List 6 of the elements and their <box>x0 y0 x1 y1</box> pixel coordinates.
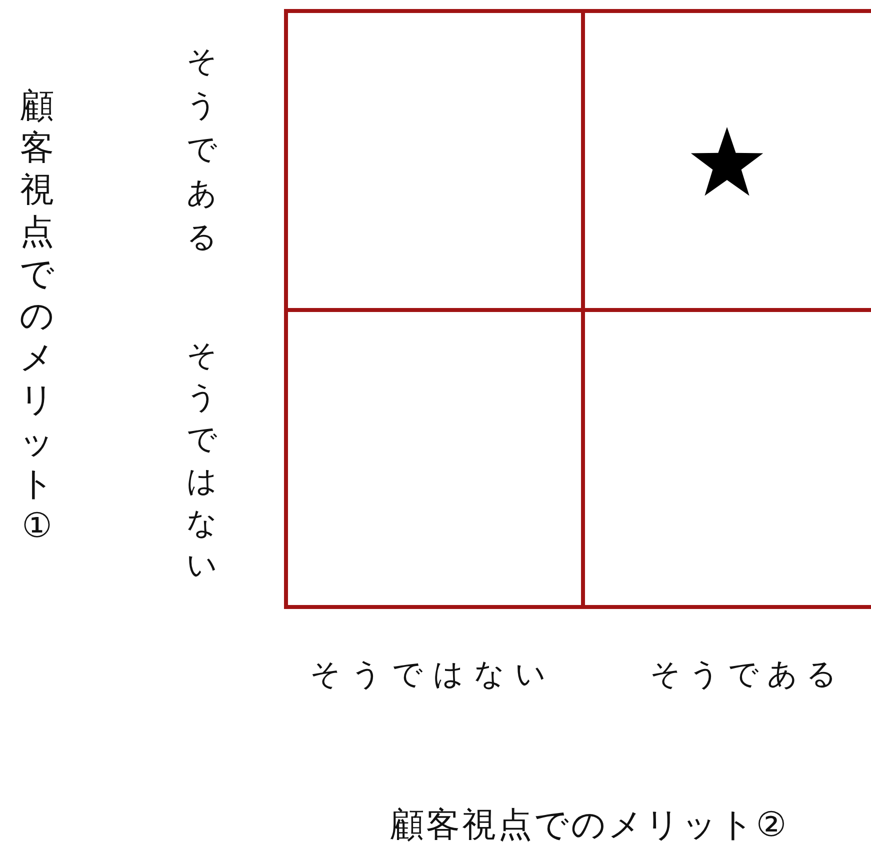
axis-label: そうではない <box>310 660 556 690</box>
axis-title: 顧客視点でのメリット① <box>18 85 56 547</box>
axis-label: そうである <box>650 660 845 690</box>
axis-label: そうである <box>186 43 218 257</box>
axis-label: そうではない <box>186 337 218 585</box>
axis-title: 顧客視点でのメリット② <box>390 808 788 842</box>
